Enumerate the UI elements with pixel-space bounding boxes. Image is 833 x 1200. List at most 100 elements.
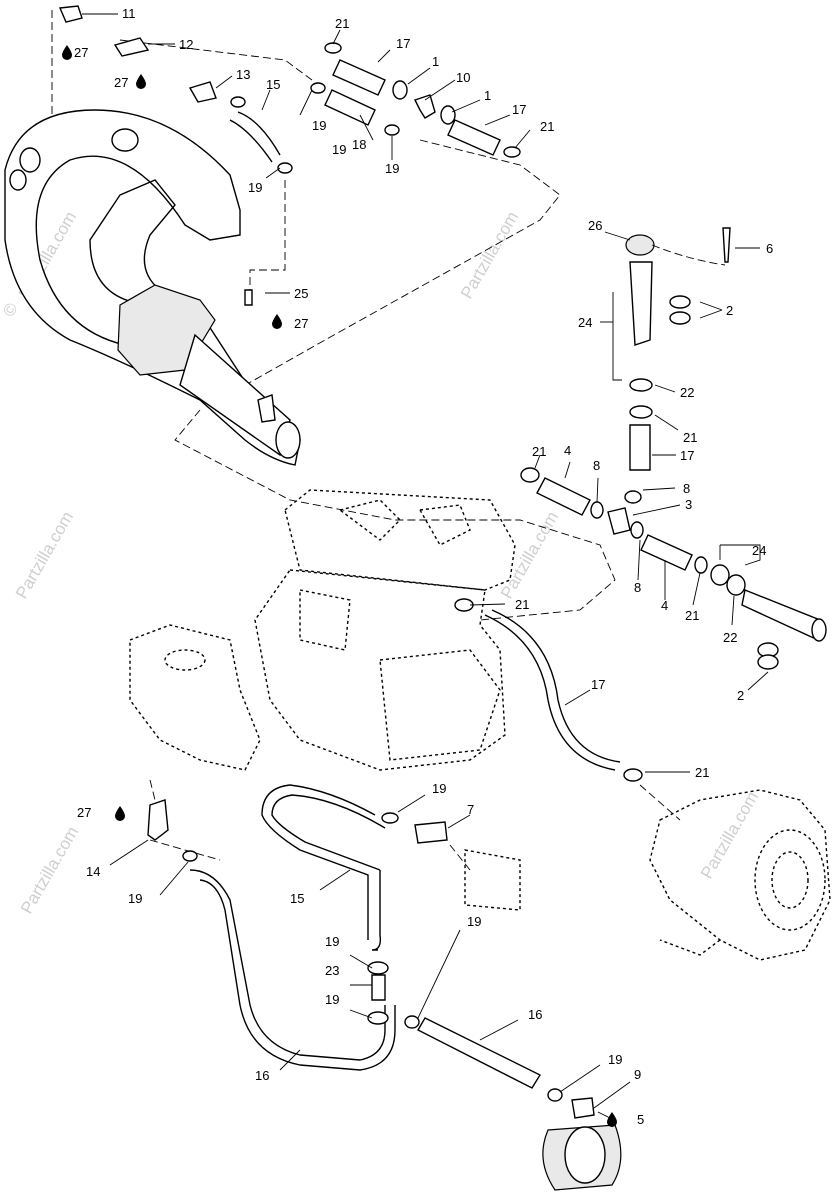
clamp-19 <box>277 162 293 174</box>
hose-15-upper <box>237 111 281 156</box>
o-ring-2 <box>669 311 691 325</box>
callout-19: 19 <box>332 142 346 157</box>
clamp-21 <box>520 467 540 483</box>
watermark-copyright: © <box>0 299 22 320</box>
callout-6: 6 <box>766 241 773 256</box>
callout-8: 8 <box>593 458 600 473</box>
callout-14: 14 <box>86 864 100 879</box>
callout-17: 17 <box>396 36 410 51</box>
callout-5: 5 <box>637 1112 644 1127</box>
callout-17: 17 <box>591 677 605 692</box>
clamp-19 <box>367 961 389 975</box>
callout-8: 8 <box>683 481 690 496</box>
callout-21: 21 <box>683 430 697 445</box>
hose-16-lower <box>147 799 622 1191</box>
clamp-19 <box>367 1011 389 1025</box>
callout-7: 7 <box>467 802 474 817</box>
callout-19: 19 <box>325 992 339 1007</box>
callout-12: 12 <box>179 37 193 52</box>
callout-2: 2 <box>726 303 733 318</box>
hose-17-right <box>447 119 501 156</box>
callout-27: 27 <box>74 45 88 60</box>
mount-bracket-ghost <box>464 849 521 911</box>
callout-labels: 11 27 12 27 13 15 19 19 21 17 1 10 1 17 … <box>74 6 773 1127</box>
collar-8 <box>624 490 642 504</box>
washer-22 <box>629 378 653 392</box>
clamp-19 <box>310 82 326 94</box>
intake-manifold-ghost <box>129 624 261 771</box>
filler-neck-24 <box>629 261 653 346</box>
fitting-14 <box>147 799 169 841</box>
callout-24: 24 <box>578 315 592 330</box>
pipe-boss <box>111 128 139 152</box>
callout-22: 22 <box>680 385 694 400</box>
washer-22 <box>726 574 746 596</box>
watermark-brand: Partzilla.com <box>457 208 522 302</box>
callout-27: 27 <box>77 805 91 820</box>
collar-21 <box>694 556 708 574</box>
callout-8: 8 <box>634 580 641 595</box>
leader-lines <box>82 13 769 1119</box>
hose-17-vertical <box>629 424 651 471</box>
callout-1: 1 <box>432 54 439 69</box>
hose-17-main <box>454 598 643 782</box>
clamp-21 <box>503 146 521 158</box>
fitting-9 <box>571 1097 595 1119</box>
callout-11: 11 <box>122 6 136 21</box>
collar-8 <box>590 501 604 519</box>
pipe-boss <box>19 147 41 173</box>
upper-hose-run <box>58 5 521 306</box>
callout-15: 15 <box>266 77 280 92</box>
collar-8 <box>630 521 644 539</box>
callout-21: 21 <box>695 765 709 780</box>
callout-21: 21 <box>540 119 554 134</box>
engine-ghost <box>129 489 516 771</box>
callout-9: 9 <box>634 1067 641 1082</box>
clamp-19 <box>404 1015 420 1029</box>
hose-4 <box>640 534 693 571</box>
pipe-boss <box>9 169 27 191</box>
callout-23: 23 <box>325 963 339 978</box>
washer-22 <box>710 564 730 586</box>
fitting-11 <box>58 5 83 23</box>
callout-15: 15 <box>290 891 304 906</box>
drop-icon <box>62 45 72 60</box>
callout-19: 19 <box>325 934 339 949</box>
callout-18: 18 <box>352 137 366 152</box>
pipe-outlet <box>275 421 301 459</box>
clamp-19 <box>547 1088 563 1102</box>
clamp-19 <box>230 96 246 108</box>
tee-fitting-23 <box>371 974 386 1001</box>
hose-16-straight <box>417 1017 541 1089</box>
callout-10: 10 <box>456 70 470 85</box>
collar-1 <box>392 80 408 100</box>
callout-26: 26 <box>588 218 602 233</box>
cap-26 <box>625 234 655 256</box>
drop-icon <box>607 1112 617 1127</box>
jet-pump-ghost <box>464 789 831 961</box>
tee-fitting-10 <box>414 94 436 119</box>
filler-neck-assembly <box>624 227 731 504</box>
callout-27: 27 <box>114 75 128 90</box>
watermark-brand: Partzilla.com <box>697 788 762 882</box>
callout-2: 2 <box>737 688 744 703</box>
callout-17: 17 <box>680 448 694 463</box>
callout-27: 27 <box>294 316 308 331</box>
o-ring-2 <box>669 295 691 309</box>
fitting-12 <box>113 37 150 57</box>
clamp-21 <box>623 768 643 782</box>
fitting-7 <box>414 821 448 844</box>
callout-13: 13 <box>236 67 250 82</box>
pipe-outlet-cone <box>179 333 291 457</box>
callout-1: 1 <box>484 88 491 103</box>
drop-icon <box>115 806 125 821</box>
clamp-21 <box>629 405 653 419</box>
callout-16: 16 <box>255 1068 269 1083</box>
callout-19: 19 <box>128 891 142 906</box>
o-ring-2 <box>757 654 779 670</box>
callout-22: 22 <box>723 630 737 645</box>
watermark-brand: Partzilla.com <box>497 508 562 602</box>
fitting-25 <box>244 289 253 306</box>
clamp-19 <box>381 812 399 824</box>
